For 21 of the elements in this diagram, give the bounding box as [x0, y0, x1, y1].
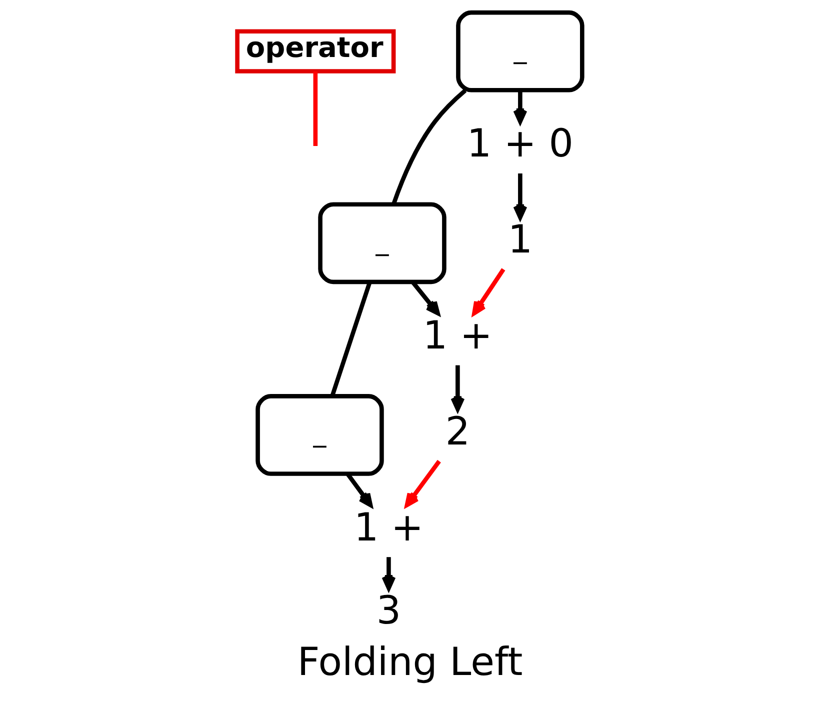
arrow: [381, 557, 396, 590]
arrow: [450, 365, 464, 412]
node-text: 1 + 0: [466, 122, 573, 167]
arrow: [512, 173, 527, 220]
node-text: 1 +: [353, 505, 423, 550]
node-box: operator: [234, 29, 396, 74]
arrow: [345, 472, 372, 508]
arrow: [472, 268, 505, 316]
caption: Folding Left: [296, 640, 522, 686]
connector: [391, 88, 466, 205]
node-text: 1: [507, 218, 532, 263]
node-box: _: [318, 202, 446, 284]
arrow: [404, 460, 440, 508]
node-box: _: [456, 10, 584, 92]
arrow: [512, 90, 527, 124]
node-text: 1 +: [422, 314, 492, 359]
connector: [312, 71, 318, 146]
connector: [330, 281, 372, 397]
node-text: 2: [444, 409, 470, 454]
node-text: 3: [376, 588, 401, 634]
node-box: _: [255, 394, 384, 476]
